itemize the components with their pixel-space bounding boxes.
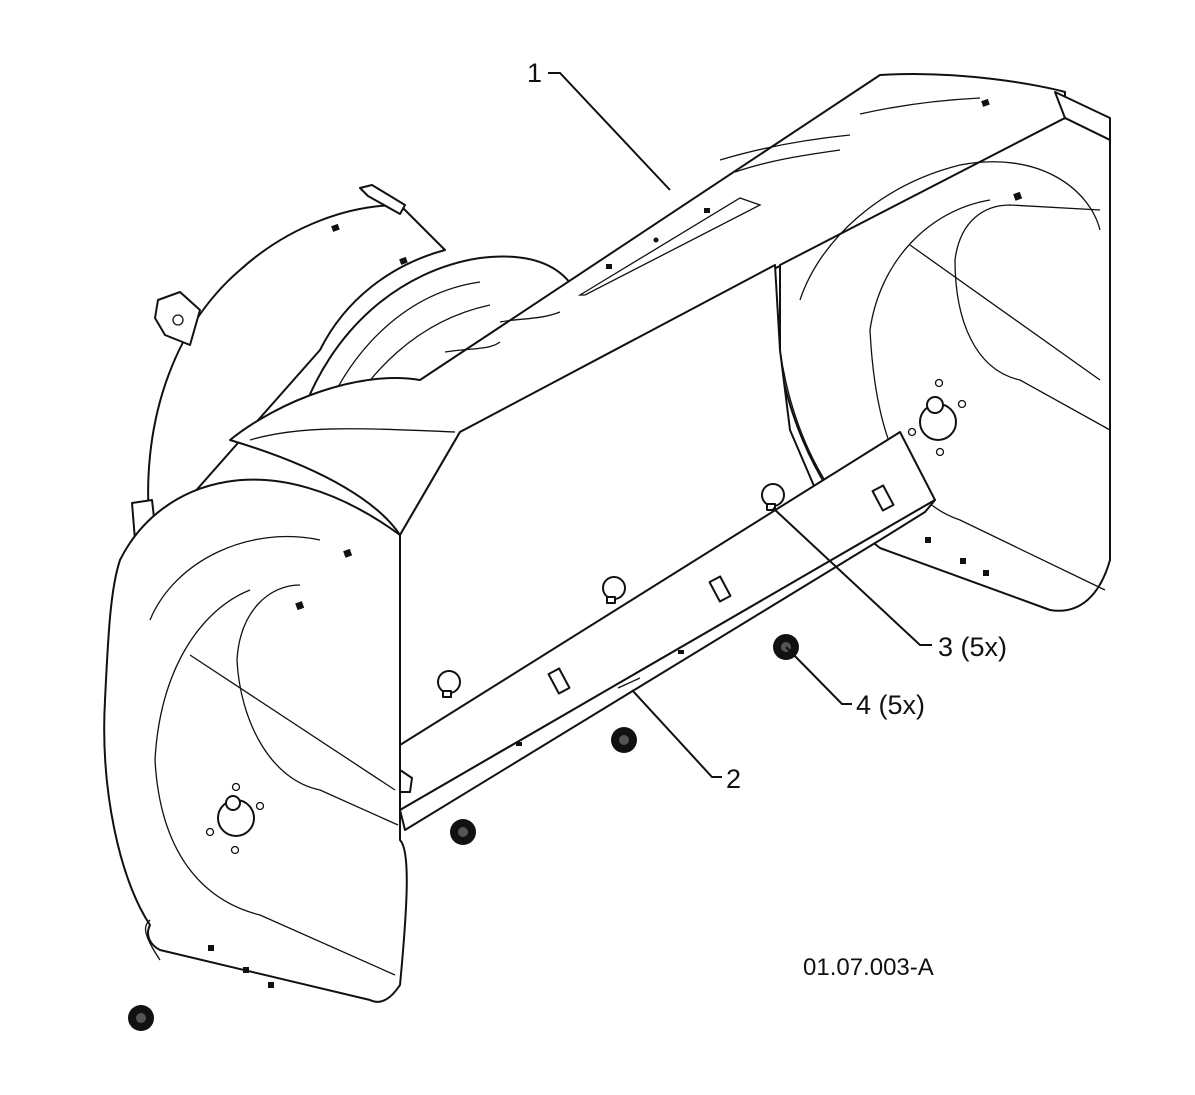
- leader-lines: [548, 72, 932, 778]
- scraper-bar: [399, 431, 936, 831]
- carriage-bolts: [437, 483, 785, 698]
- callout-1: 1: [527, 58, 542, 88]
- left-drum-back: [131, 184, 463, 541]
- callout-4: 4 (5x): [856, 690, 925, 720]
- top-beam: [229, 73, 1111, 536]
- left-side-drum: [103, 478, 408, 1003]
- callout-3: 3 (5x): [938, 632, 1007, 662]
- drawing-code: 01.07.003-A: [803, 954, 934, 981]
- callout-2: 2: [726, 764, 741, 794]
